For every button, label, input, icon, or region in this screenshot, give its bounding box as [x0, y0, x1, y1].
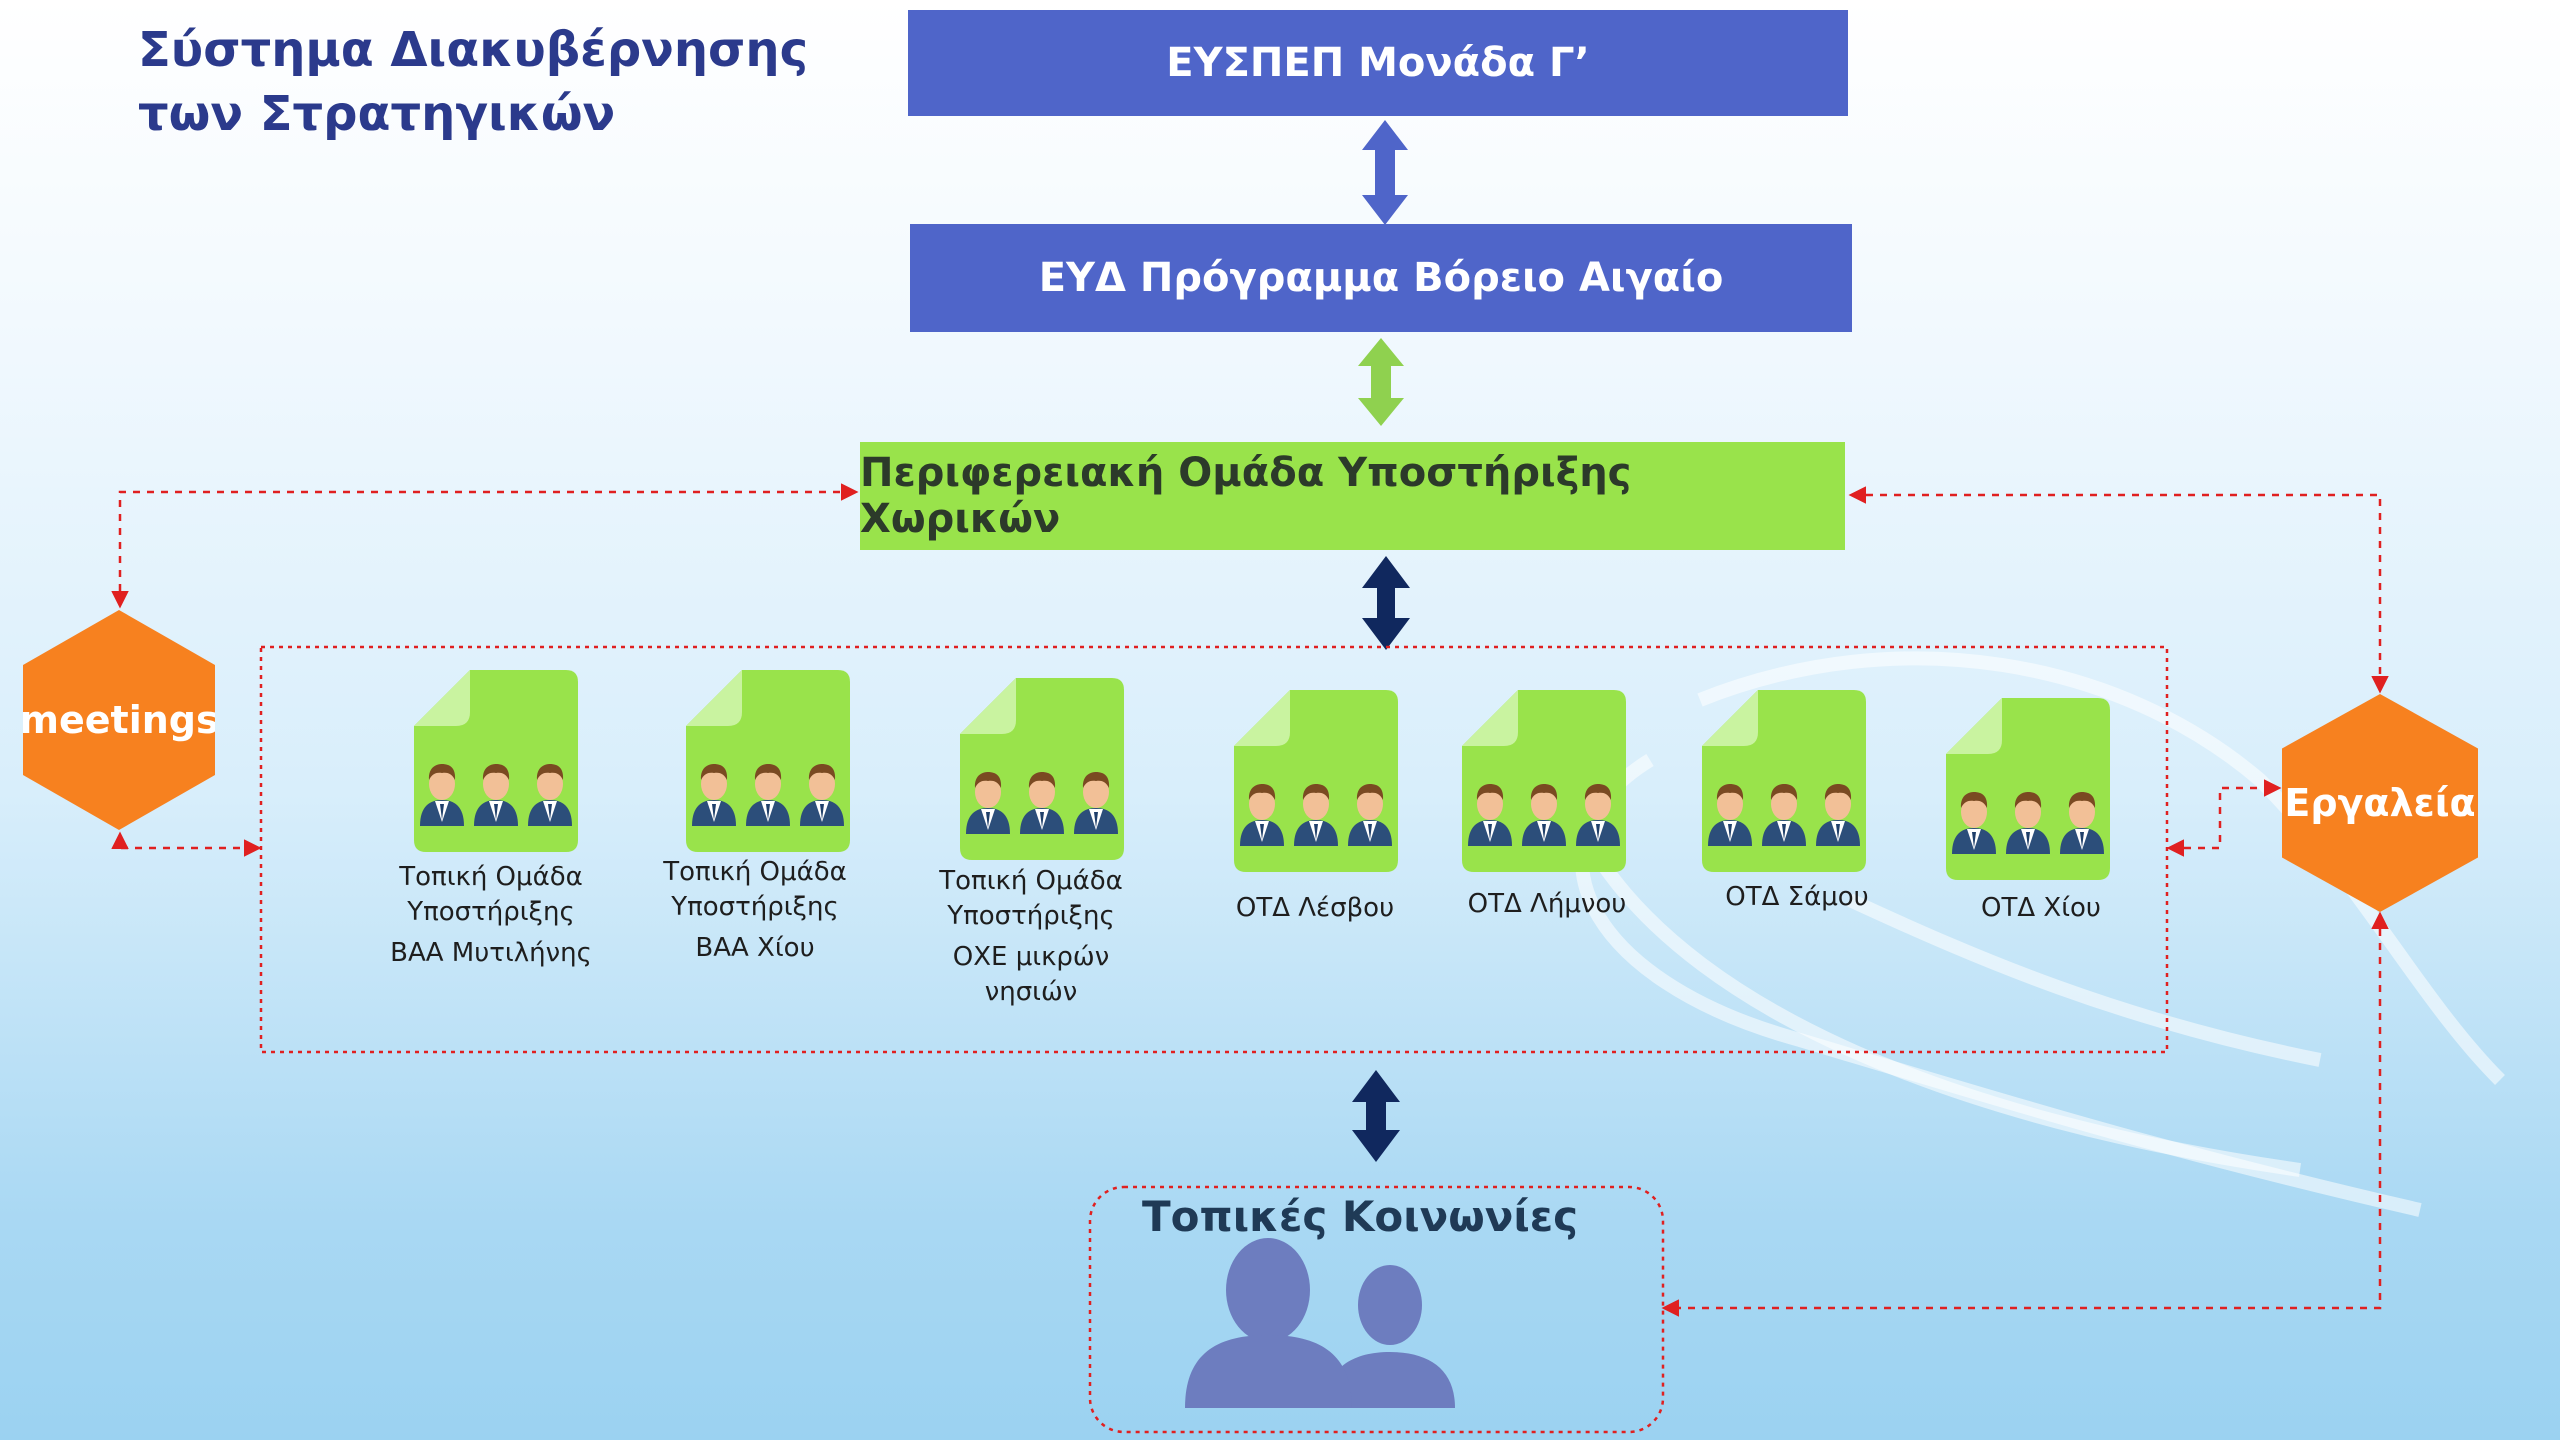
arrow-top-programme [1362, 120, 1408, 225]
people-group-icon [1230, 686, 1402, 876]
team-4-line-1: ΟΤΔ Λέσβου [1235, 893, 1395, 923]
team-label-4: ΟΤΔ Λέσβου [1190, 891, 1440, 926]
people-group-icon [410, 666, 582, 856]
people-group-icon [956, 674, 1128, 864]
team-label-2: Τοπική Ομάδα Υποστήριξης ΒΑΑ Χίου [630, 855, 880, 966]
team-1-line-2: Υποστήριξης [407, 897, 575, 927]
programme-box: ΕΥΔ Πρόγραμμα Βόρειο Αιγαίο [910, 224, 1852, 332]
dashed-connectors [111, 483, 2389, 1317]
users-silhouette-icon [1185, 1238, 1455, 1408]
people-group-icon [1942, 694, 2114, 884]
page-title: Σύστημα Διακυβέρνησης των Στρατηγικών [138, 18, 838, 146]
team-5-line-1: ΟΤΔ Λήμνου [1467, 889, 1627, 919]
regional-support-label: Περιφερειακή Ομάδα Υποστήριξης Χωρικών [860, 450, 1632, 542]
team-2-line-3: ΒΑΑ Χίου [695, 933, 815, 963]
people-group-icon [1458, 686, 1630, 876]
community-box [1088, 1185, 1665, 1434]
arrow-programme-regional [1358, 338, 1404, 426]
title-line-1: Σύστημα Διακυβέρνησης [138, 22, 809, 78]
team-1-line-1: Τοπική Ομάδα [399, 862, 583, 892]
team-2-line-2: Υποστήριξης [671, 892, 839, 922]
team-label-7: ΟΤΔ Χίου [1916, 891, 2166, 926]
team-1-line-3: ΒΑΑ Μυτιλήνης [390, 938, 592, 968]
team-6-line-1: ΟΤΔ Σάμου [1725, 882, 1869, 912]
team-3-line-1: Τοπική Ομάδα [939, 866, 1123, 896]
programme-label: ΕΥΔ Πρόγραμμα Βόρειο Αιγαίο [1038, 255, 1724, 301]
tools-hexagon: Εργαλεία [2282, 694, 2478, 912]
eyspep-unit-label: ΕΥΣΠΕΠ Μονάδα Γ’ [1166, 40, 1590, 86]
team-label-3: Τοπική Ομάδα Υποστήριξης ΟΧΕ μικρών νησι… [906, 864, 1156, 1010]
team-label-6: ΟΤΔ Σάμου [1672, 880, 1922, 915]
community-label: Τοπικές Κοινωνίες [1142, 1192, 1578, 1241]
people-group-icon [682, 666, 854, 856]
team-7-line-1: ΟΤΔ Χίου [1981, 893, 2101, 923]
eyspep-unit-box: ΕΥΣΠΕΠ Μονάδα Γ’ [908, 10, 1848, 116]
meetings-label: meetings [19, 698, 219, 742]
meetings-hexagon: meetings [23, 610, 215, 830]
arrow-regional-teams [1362, 556, 1410, 650]
team-2-line-1: Τοπική Ομάδα [663, 857, 847, 887]
regional-support-box: Περιφερειακή Ομάδα Υποστήριξης Χωρικών [860, 442, 1845, 550]
team-3-line-2: Υποστήριξης [947, 901, 1115, 931]
team-label-1: Τοπική Ομάδα Υποστήριξης ΒΑΑ Μυτιλήνης [366, 860, 616, 971]
arrow-teams-community [1352, 1070, 1400, 1162]
title-line-2: των Στρατηγικών [138, 86, 616, 142]
team-label-5: ΟΤΔ Λήμνου [1422, 887, 1672, 922]
people-group-icon [1698, 686, 1870, 876]
team-3-line-3: ΟΧΕ μικρών νησιών [952, 942, 1110, 1007]
tools-label: Εργαλεία [2284, 781, 2476, 825]
